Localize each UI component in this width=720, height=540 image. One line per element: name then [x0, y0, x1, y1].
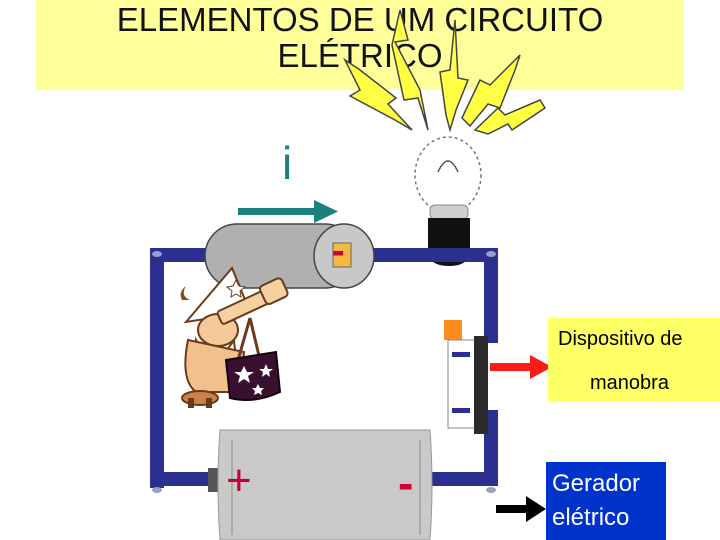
generator-arrow	[496, 496, 546, 522]
bulb-filament	[437, 160, 459, 173]
bulb-glass	[414, 136, 482, 214]
current-symbol: i	[282, 137, 293, 189]
switch-label-line1: Dispositivo de	[558, 328, 683, 350]
switch-label-line2: manobra	[590, 372, 669, 394]
bulb-neck	[429, 204, 469, 220]
generator-label-box	[546, 462, 666, 540]
light-rays	[343, 9, 547, 135]
battery-plus-sign: +	[226, 456, 252, 505]
current-arrow	[238, 200, 338, 223]
battery-minus-sign: -	[398, 457, 414, 509]
wire-corners	[152, 251, 496, 493]
resistor-minus-sign: -	[332, 230, 345, 272]
generator-label-line1: Gerador	[552, 470, 641, 497]
switch-arrow	[490, 355, 552, 379]
switch-label-box	[548, 318, 720, 402]
battery	[208, 429, 433, 540]
wizard-astronomer-illustration	[180, 266, 289, 408]
switch-device	[444, 320, 488, 434]
generator-label-line2: elétrico	[552, 504, 630, 531]
page-title: ELEMENTOS DE UM CIRCUITO ELÉTRICO	[116, 1, 604, 74]
